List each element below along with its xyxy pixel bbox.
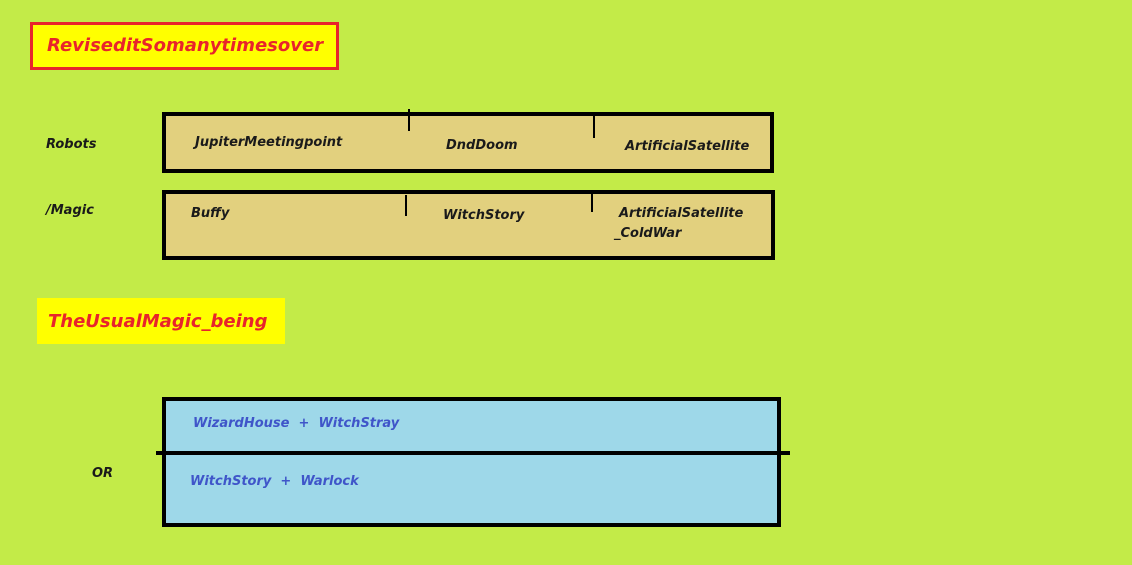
title-box [30,22,339,70]
robots-cell-1: JupiterMeetingpoint [195,135,343,150]
magic-cell-1: Buffy [191,206,230,221]
magic-divider-1 [405,195,407,216]
options-divider [156,451,790,455]
row-label-robots: Robots [46,137,97,152]
robots-divider-2 [593,112,595,138]
subtitle: TheUsualMagic_being [48,311,268,332]
subtitle-box [37,298,285,344]
magic-cell-3: ArtificialSatellite [619,206,744,221]
options-panel [162,397,781,527]
magic-cell-3-continued: _ColdWar [614,226,682,241]
or-label: OR [92,466,114,481]
magic-panel [162,190,775,260]
magic-cell-2: WitchStory [443,208,525,223]
diagram-title: ReviseditSomanytimesover [47,35,324,56]
magic-divider-2 [591,190,593,212]
robots-cell-3: ArtificialSatellite [625,139,750,154]
robots-divider-1 [408,109,410,131]
option-second: WitchStory + Warlock [190,474,359,489]
robots-cell-2: DndDoom [446,138,518,153]
row-label-magic: /Magic [46,203,94,218]
option-first: WizardHouse + WitchStray [193,416,400,431]
robots-panel [162,112,774,173]
